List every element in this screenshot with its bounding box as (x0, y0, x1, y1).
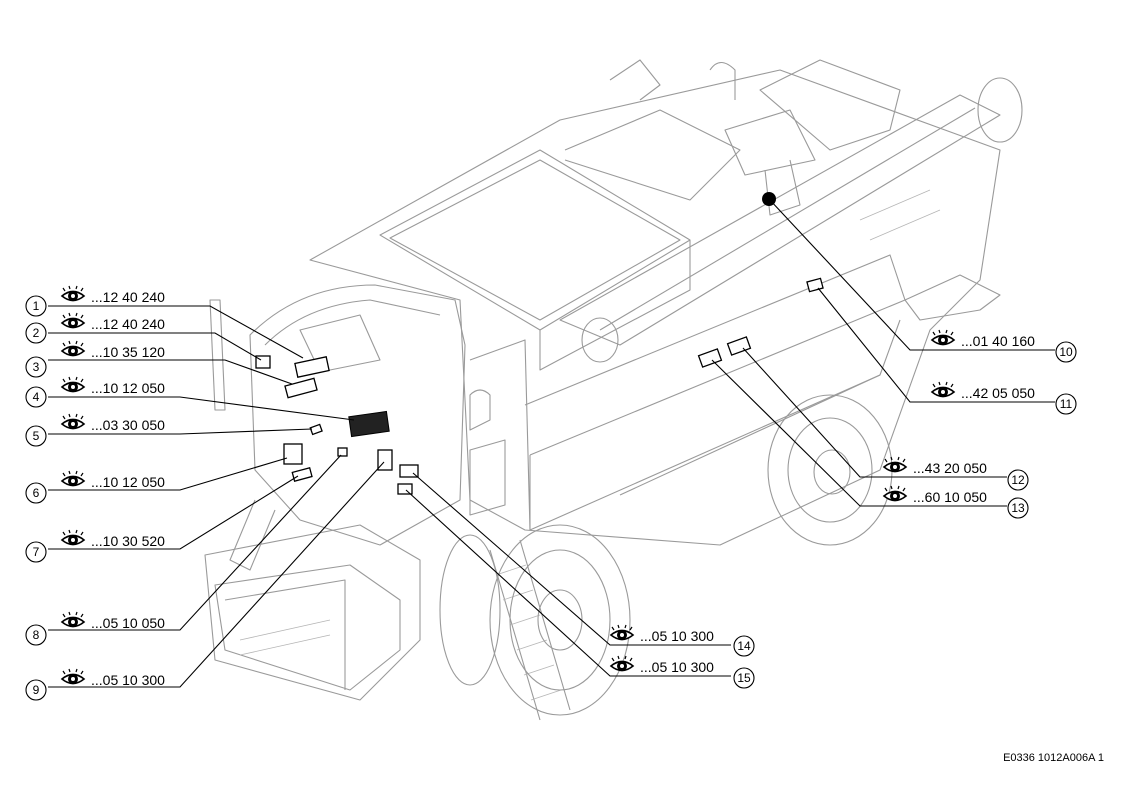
eye-icon (61, 285, 85, 302)
callout-5-circle (25, 425, 47, 447)
callout-2-circle (25, 322, 47, 344)
callout-6-circle (25, 482, 47, 504)
eye-icon (61, 376, 85, 393)
callout-4-code: ...10 12 050 (91, 380, 165, 396)
callout-7-code: ...10 30 520 (91, 533, 165, 549)
callout-12-number: 12 (1011, 473, 1025, 487)
component-11 (806, 277, 824, 293)
callout-2-number: 2 (33, 326, 40, 340)
callout-15-circle (733, 667, 755, 689)
eye-icon (61, 470, 85, 487)
callout-14-circle (733, 635, 755, 657)
callout-7-number: 7 (33, 545, 40, 559)
eye-icon (61, 413, 85, 430)
component-5 (309, 423, 323, 436)
callout-5-number: 5 (33, 429, 40, 443)
callout-5-code: ...03 30 050 (91, 417, 165, 433)
component-4 (348, 410, 390, 438)
callout-3-number: 3 (33, 360, 40, 374)
callout-8-number: 8 (33, 628, 40, 642)
callout-1-circle (25, 295, 47, 317)
callout-10-circle (1055, 341, 1077, 363)
callout-2-code: ...12 40 240 (91, 316, 165, 332)
callout-11-code: ...42 05 050 (961, 385, 1035, 401)
callout-10-code: ...01 40 160 (961, 333, 1035, 349)
callout-14-code: ...05 10 300 (640, 628, 714, 644)
combine-harvester-outline (204, 59, 1023, 721)
callout-7-circle (25, 541, 47, 563)
callout-9-number: 9 (33, 683, 40, 697)
component-1 (294, 356, 330, 378)
callout-13-code: ...60 10 050 (913, 489, 987, 505)
eye-icon (610, 655, 634, 672)
callout-1-code: ...12 40 240 (91, 289, 165, 305)
eye-icon (61, 340, 85, 357)
callout-14-number: 14 (737, 639, 751, 653)
component-15 (397, 483, 413, 495)
callout-6-code: ...10 12 050 (91, 474, 165, 490)
component-6 (283, 443, 303, 465)
eye-icon (931, 329, 955, 346)
component-3 (284, 377, 318, 399)
component-8 (337, 447, 348, 457)
components (255, 192, 824, 495)
eye-icon (61, 611, 85, 628)
eye-icon (61, 668, 85, 685)
eye-icon (883, 485, 907, 502)
callout-labels: ...12 40 240 ...12 40 240 ...10 35 120 .… (61, 285, 1035, 688)
eye-icon (931, 381, 955, 398)
callout-9-circle (25, 679, 47, 701)
callout-12-code: ...43 20 050 (913, 460, 987, 476)
eye-icon (61, 312, 85, 329)
callout-15-code: ...05 10 300 (640, 659, 714, 675)
component-13 (697, 348, 723, 368)
drawing-reference-code: E0336 1012A006A 1 (1003, 752, 1104, 764)
callout-9-code: ...05 10 300 (91, 672, 165, 688)
callout-3-circle (25, 356, 47, 378)
callout-8-code: ...05 10 050 (91, 615, 165, 631)
callout-10-number: 10 (1059, 345, 1073, 359)
callout-3-code: ...10 35 120 (91, 344, 165, 360)
callout-15-number: 15 (737, 671, 751, 685)
eye-icon (883, 456, 907, 473)
callout-12-circle (1007, 469, 1029, 491)
eye-icon (61, 529, 85, 546)
component-7 (291, 467, 313, 482)
callout-1-number: 1 (33, 299, 40, 313)
callout-11-circle (1055, 393, 1077, 415)
callout-6-number: 6 (33, 486, 40, 500)
component-12 (726, 336, 752, 356)
callout-13-number: 13 (1011, 501, 1025, 515)
callout-13-circle (1007, 497, 1029, 519)
callout-4-circle (25, 386, 47, 408)
callout-8-circle (25, 624, 47, 646)
callout-circles: 1 2 3 4 5 6 7 8 9 10 11 12 13 14 15 (25, 295, 1077, 701)
leader-lines (48, 198, 1055, 688)
callout-4-number: 4 (33, 390, 40, 404)
callout-11-number: 11 (1060, 397, 1073, 411)
